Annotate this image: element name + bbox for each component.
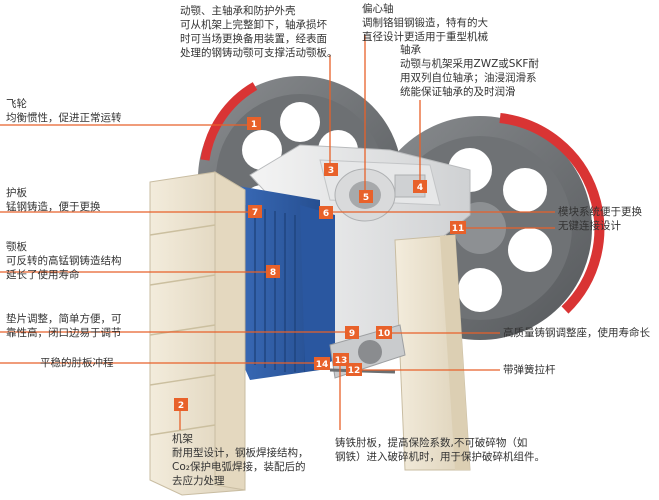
flywheel-rim-accent <box>499 113 605 314</box>
badge-9: 9 <box>345 326 359 339</box>
annotation-line: 延长了使用寿命 <box>6 269 80 281</box>
annotation-line: 模块系统便于更换 <box>558 206 642 218</box>
annotation-line: Co₂保护电弧焊接，装配后的 <box>172 461 306 473</box>
annotation-toggle-stroke: 平稳的肘板冲程 <box>40 356 114 370</box>
badge-5: 5 <box>359 190 373 203</box>
annotation-line: 平稳的肘板冲程 <box>40 357 114 369</box>
annotation-bearing: 轴承 动颚与机架采用ZWZ或SKF耐 用双列自位轴承；油浸润滑系 统能保证轴承的… <box>400 43 539 99</box>
annotation-title: 偏心轴 <box>362 3 394 15</box>
annotation-frame: 机架 耐用型设计，钢板焊接结构， Co₂保护电弧焊接，装配后的 去应力处理 <box>172 432 309 488</box>
annotation-line: 钢铁）进入破碎机时，用于保护破碎机组件。 <box>335 451 545 463</box>
badge-2: 2 <box>174 398 188 411</box>
svg-text:13: 13 <box>335 356 348 366</box>
annotation-adjust-seat: 高质量铸钢调整座，使用寿命长 <box>503 326 650 340</box>
badge-3: 3 <box>324 163 338 176</box>
annotation-line: 动颚与机架采用ZWZ或SKF耐 <box>400 58 539 70</box>
svg-text:5: 5 <box>363 193 369 203</box>
annotation-line: 调制铬钼钢锻造，特有的大 <box>362 17 488 29</box>
annotation-spring-rod: 带弹簧拉杆 <box>503 363 556 377</box>
annotation-line: 垫片调整，简单方便，可 <box>6 313 122 325</box>
annotation-line: 处理的钢铸动颚可支撑活动颚板。 <box>180 47 338 59</box>
annotation-title: 机架 <box>172 433 193 445</box>
badge-13: 13 <box>333 353 349 366</box>
svg-text:11: 11 <box>452 224 465 234</box>
flywheel-rim-accent <box>200 82 258 161</box>
jaw-plates <box>232 185 335 380</box>
annotation-line: 铸铁肘板，提高保险系数,不可破碎物（如 <box>335 437 528 449</box>
annotation-shim-adjust: 垫片调整，简单方便，可 靠性高，闭口边易于调节 <box>6 312 122 340</box>
annotation-title: 轴承 <box>400 44 421 56</box>
annotation-toggle-plate: 铸铁肘板，提高保险系数,不可破碎物（如 钢铁）进入破碎机时，用于保护破碎机组件。 <box>335 436 545 464</box>
svg-text:1: 1 <box>251 120 257 130</box>
annotation-swing-jaw: 动颚、主轴承和防护外壳 可从机架上完整卸下，轴承损坏 时可当场更换备用装置，经表… <box>180 4 338 60</box>
badge-10: 10 <box>376 326 392 339</box>
annotation-line: 带弹簧拉杆 <box>503 364 556 376</box>
number-badges: 1 2 3 4 5 6 7 8 9 10 11 12 13 14 <box>174 117 466 411</box>
svg-text:9: 9 <box>349 329 355 339</box>
annotation-eccentric-shaft: 偏心轴 调制铬钼钢锻造，特有的大 直径设计更适用于重型机械 <box>362 2 488 44</box>
frame-left <box>149 171 246 496</box>
svg-text:6: 6 <box>323 209 329 219</box>
badge-6: 6 <box>319 206 333 219</box>
annotation-guard-plate: 护板 锰钢铸造，便于更换 <box>6 186 101 214</box>
leader-lines <box>0 35 555 430</box>
svg-text:14: 14 <box>316 360 329 370</box>
badge-12: 12 <box>346 363 362 376</box>
svg-text:10: 10 <box>378 329 391 339</box>
svg-text:2: 2 <box>178 401 184 411</box>
badge-11: 11 <box>450 221 466 234</box>
annotation-line: 可反转的高锰钢铸造结构 <box>6 255 122 267</box>
annotation-title: 护板 <box>6 187 27 199</box>
annotation-jaw-plate: 颚板 可反转的高锰钢铸造结构 延长了使用寿命 <box>6 240 122 282</box>
annotation-line: 靠性高，闭口边易于调节 <box>6 327 122 339</box>
annotation-line: 均衡惯性，促进正常运转 <box>6 112 122 124</box>
badge-14: 14 <box>314 357 330 370</box>
badge-7: 7 <box>248 205 262 218</box>
annotation-line: 无键连接设计 <box>558 220 621 232</box>
annotation-line: 去应力处理 <box>172 475 225 487</box>
badge-1: 1 <box>247 117 261 130</box>
annotation-line: 用双列自位轴承；油浸润滑系 <box>400 72 537 84</box>
annotation-line: 锰钢铸造，便于更换 <box>6 201 101 213</box>
annotation-line: 时可当场更换备用装置，经表面 <box>180 33 327 45</box>
frame-right <box>394 234 471 471</box>
annotation-line: 统能保证轴承的及时润滑 <box>400 86 516 98</box>
svg-text:8: 8 <box>270 268 276 278</box>
svg-text:7: 7 <box>252 208 258 218</box>
annotation-line: 可从机架上完整卸下，轴承损坏 <box>180 19 327 31</box>
annotation-line: 高质量铸钢调整座，使用寿命长 <box>503 327 650 339</box>
badge-8: 8 <box>266 265 280 278</box>
annotation-modular-system: 模块系统便于更换 无键连接设计 <box>558 205 642 233</box>
annotation-line: 动颚、主轴承和防护外壳 <box>180 5 296 17</box>
badge-4: 4 <box>413 180 427 193</box>
annotation-flywheel: 飞轮 均衡惯性，促进正常运转 <box>6 97 122 125</box>
annotation-line: 耐用型设计，钢板焊接结构， <box>172 447 309 459</box>
svg-text:4: 4 <box>417 183 423 193</box>
annotation-line: 直径设计更适用于重型机械 <box>362 31 488 43</box>
annotation-title: 颚板 <box>6 241 27 253</box>
svg-text:3: 3 <box>328 166 334 176</box>
svg-text:12: 12 <box>348 366 361 376</box>
annotation-title: 飞轮 <box>6 98 27 110</box>
